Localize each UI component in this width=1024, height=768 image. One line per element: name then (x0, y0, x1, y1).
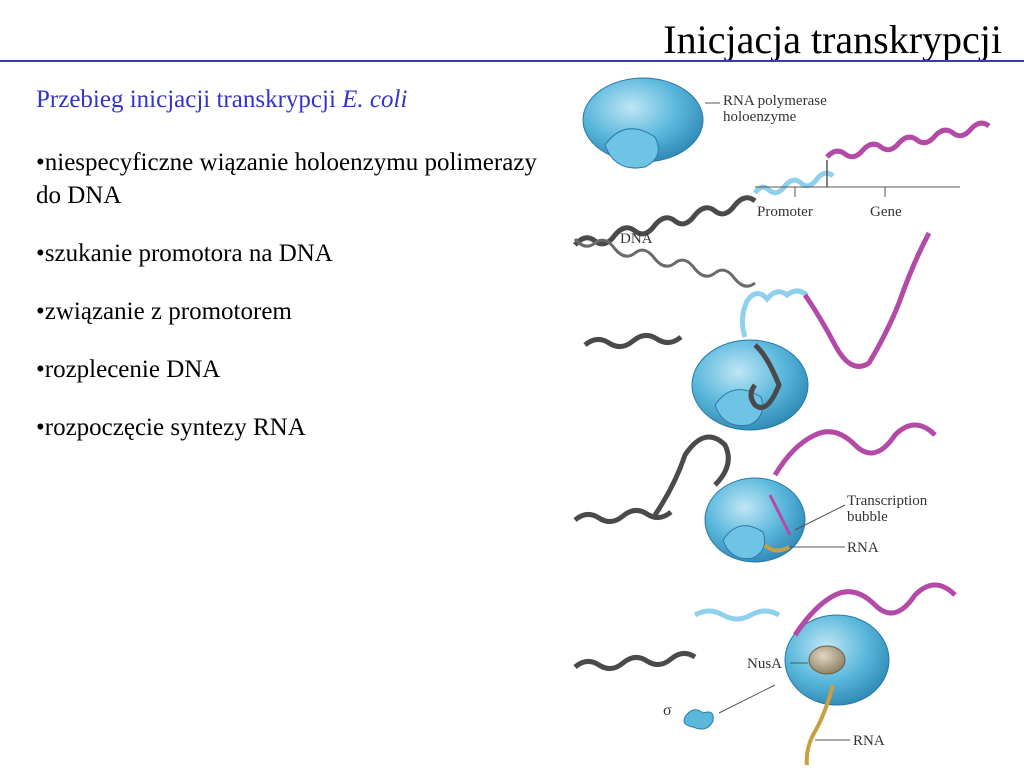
release-arrow (718, 684, 776, 714)
label-rna: RNA (847, 540, 879, 556)
bullet-item: •związanie z promotorem (36, 298, 292, 325)
label-holoenzyme: holoenzyme (723, 109, 797, 125)
dna-segment (802, 231, 932, 369)
label-bubble: bubble (847, 509, 888, 525)
bullet-item: •rozpoczęcie syntezy RNA (36, 414, 306, 441)
dna-segment (748, 343, 782, 410)
transcription-initiation-figure: RNA polymerase holoenzyme Promoter Gene … (573, 77, 991, 765)
dna-segment (573, 508, 673, 524)
dna-segment (693, 608, 781, 622)
bullet-item: •szukanie promotora na DNA (36, 240, 333, 267)
label-gene: Gene (870, 204, 902, 220)
dna-segment (772, 422, 937, 477)
dna-segment (573, 651, 697, 671)
bullet-item: •rozplecenie DNA (36, 356, 221, 383)
dna-segment (652, 434, 731, 517)
label-nusa: NusA (747, 656, 782, 672)
subtitle-text: Przebieg inicjacji transkrypcji (36, 86, 343, 113)
label-dna: DNA (620, 231, 653, 247)
dna-segment (573, 195, 757, 247)
dna-segment (739, 288, 809, 338)
rna-polymerase-holoenzyme (582, 77, 704, 169)
panel-free-holoenzyme: RNA polymerase holoenzyme Promoter Gene … (573, 77, 991, 288)
label-promoter: Promoter (757, 204, 813, 220)
label-sigma: σ (663, 702, 672, 719)
rna-polymerase-holoenzyme (691, 339, 809, 431)
title-rule (0, 60, 1024, 62)
subtitle-species: E. coli (342, 86, 408, 113)
label-rna-polymerase: RNA polymerase (723, 93, 827, 109)
bullet-list: •niespecyficzne wiązanie holoenzymu poli… (36, 146, 566, 469)
panel-promoter-binding (583, 231, 932, 431)
dna-segment (583, 333, 683, 349)
dna-segment (752, 170, 835, 196)
nusa-protein (808, 645, 846, 675)
panel-elongation-start: NusA σ RNA (573, 582, 957, 765)
label-rna-transcript: RNA (853, 733, 885, 749)
rna-polymerase-holoenzyme (704, 477, 806, 563)
dna-segment (825, 120, 991, 160)
rna-strand (763, 543, 790, 553)
sigma-factor (683, 709, 714, 730)
panel-transcription-bubble: Transcription bubble RNA (573, 422, 937, 563)
dna-segment (573, 238, 756, 288)
slide-title: Inicjacja transkrypcji (663, 17, 1002, 62)
dna-segment (792, 582, 957, 637)
slide-subtitle: Przebieg inicjacji transkrypcji E. coli (36, 86, 407, 114)
bullet-item: •niespecyficzne wiązanie holoenzymu poli… (36, 149, 537, 209)
dna-segment (768, 494, 792, 536)
rna-strand (804, 684, 835, 765)
label-transcription: Transcription (847, 493, 928, 509)
